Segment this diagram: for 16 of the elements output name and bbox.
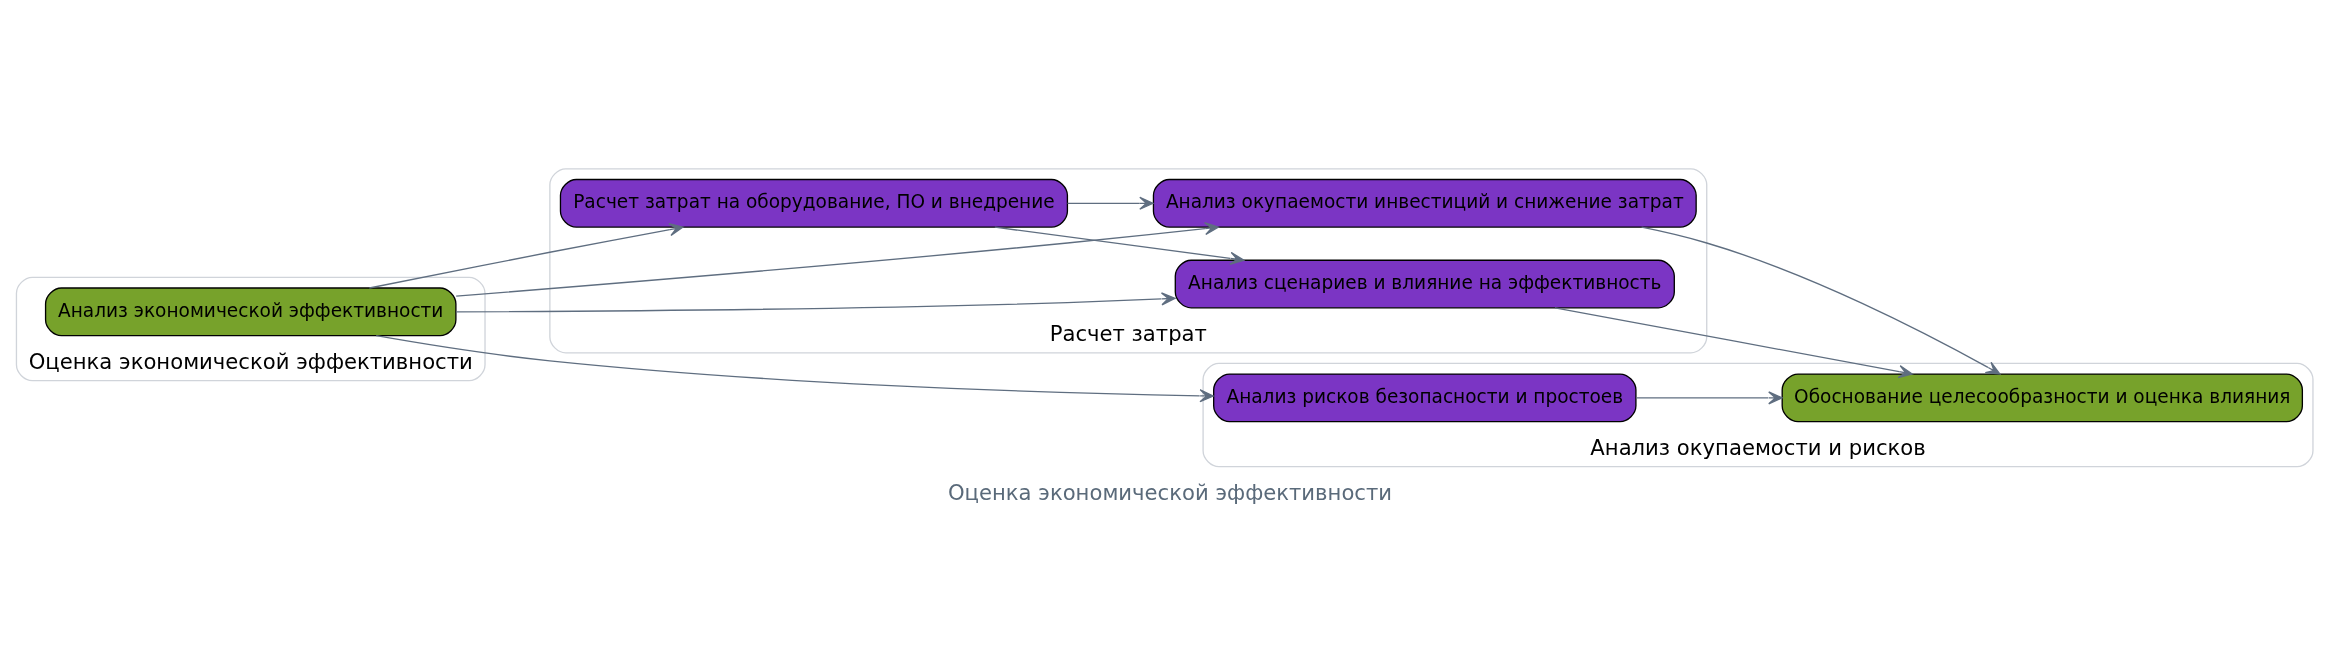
node-box: Анализ рисков безопасности и простоев xyxy=(1213,372,1637,422)
node-box: Анализ сценариев и влияние на эффективность xyxy=(1174,259,1675,309)
node-box: Анализ экономической эффективности xyxy=(44,286,457,336)
arrow xyxy=(375,334,1214,402)
diagram-title: Оценка экономической эффективности xyxy=(947,479,1393,505)
arrow xyxy=(1554,306,1913,378)
arrow xyxy=(1635,390,1783,404)
arrow xyxy=(455,221,1219,297)
arrow xyxy=(455,291,1176,312)
arrow xyxy=(1066,196,1154,210)
arrow xyxy=(368,222,684,289)
node-box: Расчет затрат на оборудование, ПО и внедрение xyxy=(559,178,1069,228)
arrow xyxy=(994,226,1245,265)
arrow xyxy=(1640,226,2001,375)
node-box: Обоснование целесообразности и оценка влияния xyxy=(1781,372,2304,422)
node-box: Анализ окупаемости инвестиций и снижение затрат xyxy=(1152,178,1697,228)
